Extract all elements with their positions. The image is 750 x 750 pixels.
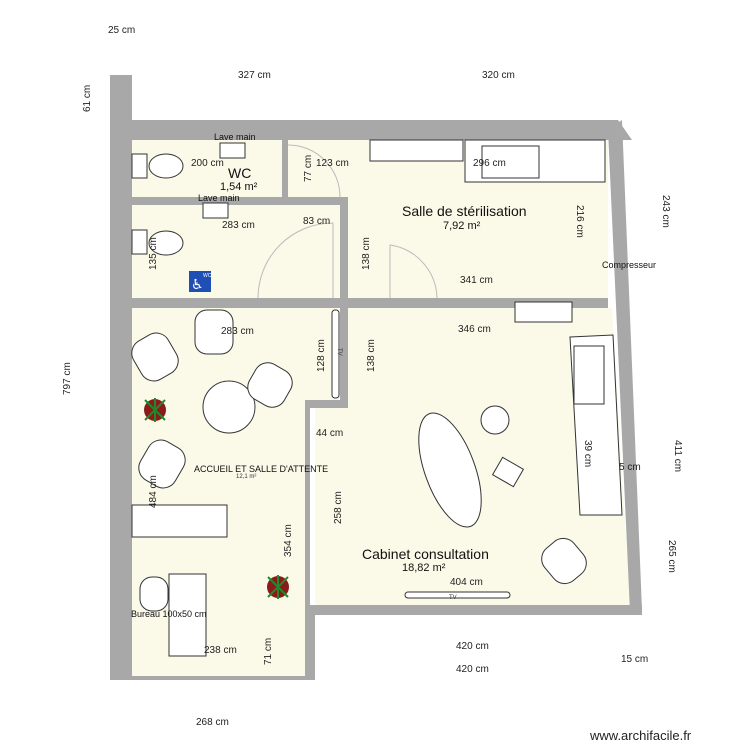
dim-label: 61 cm (82, 85, 93, 112)
dim-label: 296 cm (473, 158, 506, 169)
tv-1-label: TV (336, 348, 342, 356)
dim-label: 71 cm (263, 638, 274, 665)
chair-2 (131, 332, 179, 382)
dim-label: 216 cm (574, 205, 585, 238)
dim-label: 354 cm (283, 524, 294, 557)
walls[interactable] (110, 75, 642, 680)
toilet-1 (148, 153, 184, 179)
cabinet-room-area: 18,82 m² (402, 562, 446, 574)
toilet-2 (148, 230, 184, 256)
cabinet-shelf (514, 301, 573, 323)
dim-label: 420 cm (456, 641, 489, 652)
alcove-wall (305, 400, 348, 408)
sterilisation-sink (481, 145, 540, 179)
plant-leaves-icon (144, 398, 166, 422)
sterilisation-cabinet (369, 139, 464, 162)
dental-chair (418, 412, 482, 528)
chair-4 (138, 439, 186, 489)
toilet-tank-1 (131, 153, 148, 179)
sterilisation-room-name: Salle de stérilisation (402, 203, 527, 219)
accessibility-icon (189, 271, 211, 292)
chair-1 (194, 309, 234, 355)
sterilisation-room-area: 7,92 m² (443, 220, 481, 232)
bottom-left-wall (132, 676, 310, 680)
dim-label: 411 cm (672, 440, 683, 472)
middle-wall (132, 298, 608, 308)
dim-label: 320 cm (482, 70, 515, 81)
desk-chair (139, 576, 169, 612)
tv-1 (331, 309, 340, 399)
plant-leaves-icon (267, 575, 289, 599)
lave-main-label: Lave main (198, 193, 240, 203)
dim-label: 484 cm (148, 475, 159, 508)
dim-label: 77 cm (303, 155, 314, 182)
dim-label: 15 cm (621, 654, 648, 665)
dim-label: 404 cm (450, 577, 483, 588)
toilet-tank-2 (131, 229, 148, 255)
bottom-wall (305, 605, 642, 615)
right-wall (608, 120, 642, 612)
wheelchair-icon: ♿ (191, 277, 204, 293)
wc-door-arc[interactable] (287, 144, 341, 198)
reception-cabinet (131, 504, 228, 538)
lave-main-label: Lave main (214, 132, 256, 142)
furniture: ♿ WC TV TV (131, 139, 623, 657)
dim-label: 420 cm (456, 664, 489, 675)
tv-2-label: TV (449, 595, 457, 601)
wc-sign-label: WC (203, 273, 212, 279)
sink-1 (219, 142, 246, 159)
dim-label: 83 cm (303, 216, 330, 227)
glass-partition (310, 408, 315, 605)
dim-label: 258 cm (333, 491, 344, 524)
bureau-label: Bureau 100x50 cm (131, 609, 207, 619)
sterilisation-door-arc[interactable] (389, 244, 438, 299)
dim-label: 327 cm (238, 70, 271, 81)
desk (168, 573, 207, 657)
dim-label: 283 cm (221, 326, 254, 337)
dim-label: 128 cm (316, 339, 327, 372)
dim-label: 238 cm (204, 645, 237, 656)
chair-5 (541, 537, 587, 585)
wc-partition (282, 140, 288, 197)
dim-label: 268 cm (196, 717, 229, 728)
dim-label: 135 cm (148, 237, 159, 270)
left-wall (110, 75, 132, 680)
wc-bottom-wall (132, 197, 348, 205)
cabinet-room-name: Cabinet consultation (362, 546, 489, 562)
dim-label: 5 cm (619, 462, 641, 473)
accessible-wc-door-arc[interactable] (257, 222, 334, 299)
dim-label: 341 cm (460, 275, 493, 286)
doors[interactable] (257, 144, 438, 299)
compresseur-label: Compresseur (602, 260, 656, 270)
dim-label: 138 cm (366, 339, 377, 372)
dim-label: 243 cm (660, 195, 671, 228)
accueil-room-name: ACCUEIL ET SALLE D'ATTENTE (194, 464, 328, 474)
dim-label: 25 cm (108, 25, 135, 36)
dim-label: 138 cm (361, 237, 372, 270)
dim-label: 39 cm (582, 440, 593, 467)
dim-label: 797 cm (62, 362, 73, 395)
dim-label: 283 cm (222, 220, 255, 231)
top-wall (110, 120, 632, 140)
accueil-room-area: 12,1 m² (236, 474, 256, 480)
wc-room-area: 1,54 m² (220, 181, 258, 193)
cabinet-sink (573, 345, 605, 405)
dim-label: 44 cm (316, 428, 343, 439)
dimension-labels: 25 cm 327 cm 320 cm 61 cm 200 cm 123 cm … (62, 25, 683, 728)
dim-label: 123 cm (316, 158, 349, 169)
watermark-link[interactable]: www.archifacile.fr (589, 728, 692, 743)
chair-3 (247, 362, 293, 408)
dental-tray (491, 456, 525, 488)
dim-label: 265 cm (666, 540, 677, 573)
sink-2 (202, 202, 229, 219)
dental-stool (480, 405, 510, 435)
dim-label: 346 cm (458, 324, 491, 335)
tv-2 (404, 591, 511, 599)
cabinet-floor (315, 308, 630, 605)
wc-room-name: WC (228, 165, 251, 181)
dim-label: 200 cm (191, 158, 224, 169)
round-table (202, 380, 256, 434)
